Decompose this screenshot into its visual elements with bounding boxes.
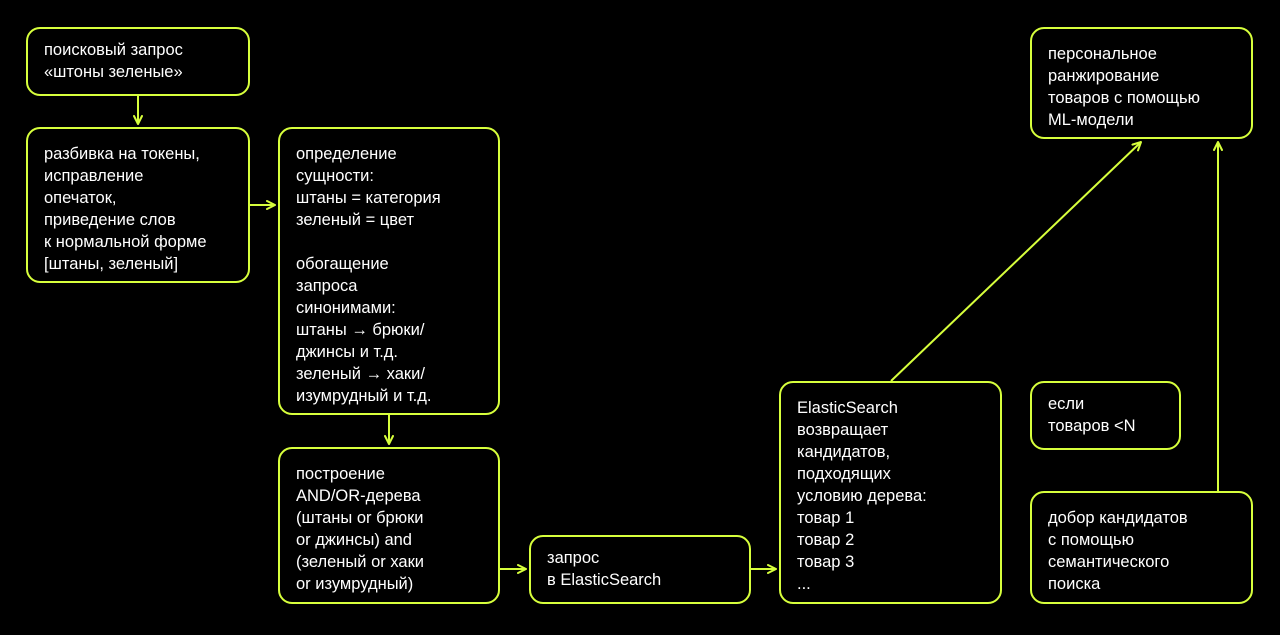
node-text-line: приведение слов xyxy=(44,211,176,229)
node-text-line: к нормальной форме xyxy=(44,233,207,251)
node-ml-ranking: персональное ранжирование товаров с помощь… xyxy=(1030,27,1253,139)
node-text-line: разбивка на токены, xyxy=(44,145,200,163)
node-text-line: or джинсы) and xyxy=(296,531,412,549)
node-text-line: (штаны or брюки xyxy=(296,509,424,527)
node-text-line: запрос xyxy=(547,549,600,567)
node-entity-detection: определение сущности: штаны = категория зел… xyxy=(278,127,500,415)
node-text-line: добор кандидатов xyxy=(1048,509,1188,527)
node-text-line: исправление xyxy=(44,167,144,185)
node-text-line: зеленый = цвет xyxy=(296,211,415,229)
node-text-line: ... xyxy=(797,575,811,593)
node-elasticsearch-request: запрос в ElasticSearch xyxy=(529,535,751,604)
node-text-line: товар 1 xyxy=(797,509,855,527)
node-text-line: (зеленый or хаки xyxy=(296,553,425,571)
node-condition: если товаров <N xyxy=(1030,381,1181,450)
node-text-line: поиска xyxy=(1048,575,1101,593)
node-text-line: возвращает xyxy=(797,421,889,439)
node-text-line: поисковый запрос xyxy=(44,41,183,59)
node-text-line: построение xyxy=(296,465,385,483)
node-text-line: изумрудный и т.д. xyxy=(296,387,432,405)
node-text-line: определение xyxy=(296,145,397,163)
node-text-line: ElasticSearch xyxy=(797,399,898,417)
node-text-line: товар 3 xyxy=(797,553,855,571)
node-text-line: персональное xyxy=(1048,45,1157,63)
node-text-line: товаров <N xyxy=(1048,417,1136,435)
node-text-line: or изумрудный) xyxy=(296,575,414,593)
node-tokenization: разбивка на токены, исправление опечаток, п… xyxy=(26,127,250,283)
node-text-line: сущности: xyxy=(296,167,374,185)
node-elasticsearch-results: ElasticSearch возвращает кандидатов, подход… xyxy=(779,381,1002,604)
node-text-line: товар 2 xyxy=(797,531,855,549)
node-text-line: джинсы и т.д. xyxy=(296,343,399,361)
node-text-line: с помощью xyxy=(1048,531,1135,549)
node-text-line: «штоны зеленые» xyxy=(44,63,183,81)
node-text-line: подходящих xyxy=(797,465,891,483)
node-text-line: синонимами: xyxy=(296,299,396,317)
node-text-line: штаны = категория xyxy=(296,189,441,207)
node-text-line: [штаны, зеленый] xyxy=(44,255,179,273)
node-text-line: опечаток, xyxy=(44,189,117,207)
node-text-line: обогащение xyxy=(296,255,389,273)
node-text-line: если xyxy=(1048,395,1085,413)
node-text-line: семантического xyxy=(1048,553,1170,571)
node-text-line: зеленый → хаки/ xyxy=(296,365,425,383)
paragraph-gap xyxy=(296,231,484,253)
arrow-es-return-to-ranking xyxy=(890,141,1142,382)
node-semantic-search: добор кандидатов с помощью семантического п… xyxy=(1030,491,1253,604)
node-text-line: товаров с помощью xyxy=(1048,89,1201,107)
node-text-line: AND/OR-дерева xyxy=(296,487,421,505)
node-search-query: поисковый запрос «штоны зеленые» xyxy=(26,27,250,96)
node-text-line: запроса xyxy=(296,277,358,295)
node-text-line: условию дерева: xyxy=(797,487,927,505)
node-text-line: в ElasticSearch xyxy=(547,571,662,589)
node-text-line: штаны → брюки/ xyxy=(296,321,425,339)
node-text-line: кандидатов, xyxy=(797,443,891,461)
node-text-line: ранжирование xyxy=(1048,67,1160,85)
node-text-line: ML-модели xyxy=(1048,111,1134,129)
